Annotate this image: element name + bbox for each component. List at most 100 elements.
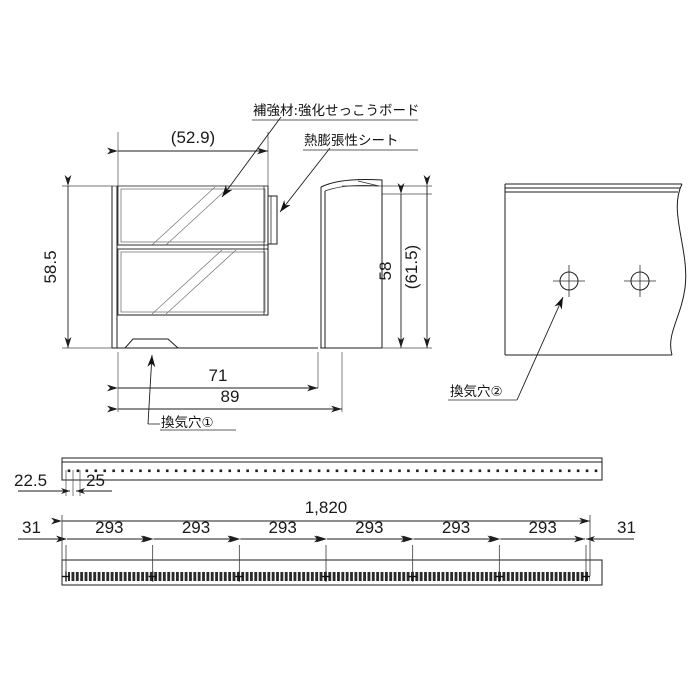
- perforation-gap: [370, 572, 372, 581]
- segment-dim-text: 293: [528, 518, 556, 537]
- perforation-gap: [492, 572, 494, 581]
- perforation-dot: [174, 469, 178, 473]
- label-vent-hole-1: 換気穴①: [161, 415, 214, 431]
- perforation-gap: [435, 572, 438, 581]
- perforation-dot: [451, 469, 455, 473]
- dim-overall-height-left-text: 58.5: [41, 250, 60, 283]
- dim-end-margin-right-text: 31: [617, 518, 636, 537]
- perforation-gap: [231, 572, 233, 581]
- perforation-gap: [109, 572, 111, 581]
- perforation-gap: [200, 572, 203, 581]
- perforation-dot: [326, 469, 330, 473]
- perforation-gap: [130, 572, 133, 581]
- perforation-gap: [191, 572, 194, 581]
- perforation-gap: [457, 572, 459, 581]
- perforation-dot: [246, 469, 249, 473]
- dim-width-outer-text: 89: [221, 387, 240, 406]
- perforation-gap: [426, 572, 429, 581]
- right-plate-view: 換気穴②: [448, 183, 687, 401]
- perforation-gap: [487, 572, 490, 581]
- perforation-dot: [183, 469, 187, 473]
- perforation-gap: [274, 572, 277, 581]
- perforation-gap: [522, 572, 525, 581]
- perforation-gap: [540, 572, 542, 581]
- perforation-gap: [183, 572, 185, 581]
- perforation-gap: [74, 572, 76, 581]
- perforation-gap: [248, 572, 250, 581]
- segment-dim-text: 293: [182, 518, 210, 537]
- leader-vent-hole-1: 換気穴①: [147, 354, 236, 431]
- perforation-dot: [192, 469, 196, 473]
- perforation-gap: [178, 572, 181, 581]
- perforation-gap: [466, 572, 468, 581]
- perforation-gap: [213, 572, 216, 581]
- segment-dim-text: 293: [355, 518, 383, 537]
- perforation-gap: [557, 572, 560, 581]
- dim-inner-height-right: 58: [376, 183, 405, 348]
- perforation-dot: [505, 469, 508, 473]
- perforation-dot: [264, 469, 267, 473]
- perforation-gap: [579, 572, 581, 581]
- perforation-gap: [196, 572, 198, 581]
- perforation-gap: [374, 572, 377, 581]
- perforation-gap: [461, 572, 464, 581]
- perforation-gap: [440, 572, 442, 581]
- dim-hole-pitch: 25: [76, 471, 112, 494]
- perforation-gap: [352, 572, 355, 581]
- perforation-gap: [357, 572, 359, 581]
- perforation-dot: [362, 469, 366, 473]
- perforation-dot: [317, 469, 321, 473]
- perforation-gap: [91, 572, 94, 581]
- dim-end-margin-left: 31: [18, 518, 66, 542]
- perforation-gap: [400, 572, 403, 581]
- perforation-gap: [204, 572, 207, 581]
- perforation-dot: [273, 469, 276, 473]
- perforation-gap: [104, 572, 107, 581]
- perforation-gap: [257, 572, 259, 581]
- perforation-gap: [187, 572, 190, 581]
- dim-overall-length-text: 1,820: [305, 498, 348, 517]
- perforation-gap: [161, 572, 163, 581]
- perforation-dot: [478, 469, 482, 473]
- perforation-gap: [448, 572, 451, 581]
- perforation-gap: [444, 572, 446, 581]
- perforation-gap: [570, 572, 573, 581]
- left-edge-member: [111, 186, 318, 349]
- perforation-gap: [470, 572, 472, 581]
- perforation-dot: [594, 469, 598, 473]
- perforation-gap: [70, 572, 72, 581]
- perforation-gap: [100, 572, 102, 581]
- perforation-dot: [237, 469, 241, 473]
- perforation-dot: [148, 469, 151, 473]
- label-vent-hole-2: 換気穴②: [450, 384, 503, 400]
- perforation-gap: [252, 572, 255, 581]
- perforation-gap: [392, 572, 394, 581]
- perforation-dot: [353, 469, 357, 473]
- perforation-dot: [112, 469, 115, 473]
- perforation-gap: [292, 572, 294, 581]
- perforation-gap: [561, 572, 564, 581]
- perforation-dot: [567, 469, 571, 473]
- perforation-gap: [139, 572, 142, 581]
- perforation-gap: [331, 572, 333, 581]
- perforation-gap: [509, 572, 512, 581]
- perforation-gap: [531, 572, 533, 581]
- perforation-gap: [83, 572, 85, 581]
- segment-dim-text: 293: [95, 518, 123, 537]
- perforation-gap: [135, 572, 137, 581]
- leader-reinforcement: 補強材:強化せっこうボード: [221, 103, 420, 198]
- perforation-gap: [309, 572, 311, 581]
- perforation-dot: [344, 469, 348, 473]
- perforation-gap: [474, 572, 477, 581]
- perforation-dot: [398, 469, 401, 473]
- perforation-gap: [361, 572, 364, 581]
- perforation-gap: [144, 572, 146, 581]
- perforation-dot: [532, 469, 535, 473]
- dim-hole-pitch-text: 25: [86, 471, 105, 490]
- dim-width-inner-text: 71: [209, 366, 228, 385]
- perforation-gap: [270, 572, 272, 581]
- dim-width-outer: 89: [107, 387, 342, 413]
- perforation-gap: [78, 572, 81, 581]
